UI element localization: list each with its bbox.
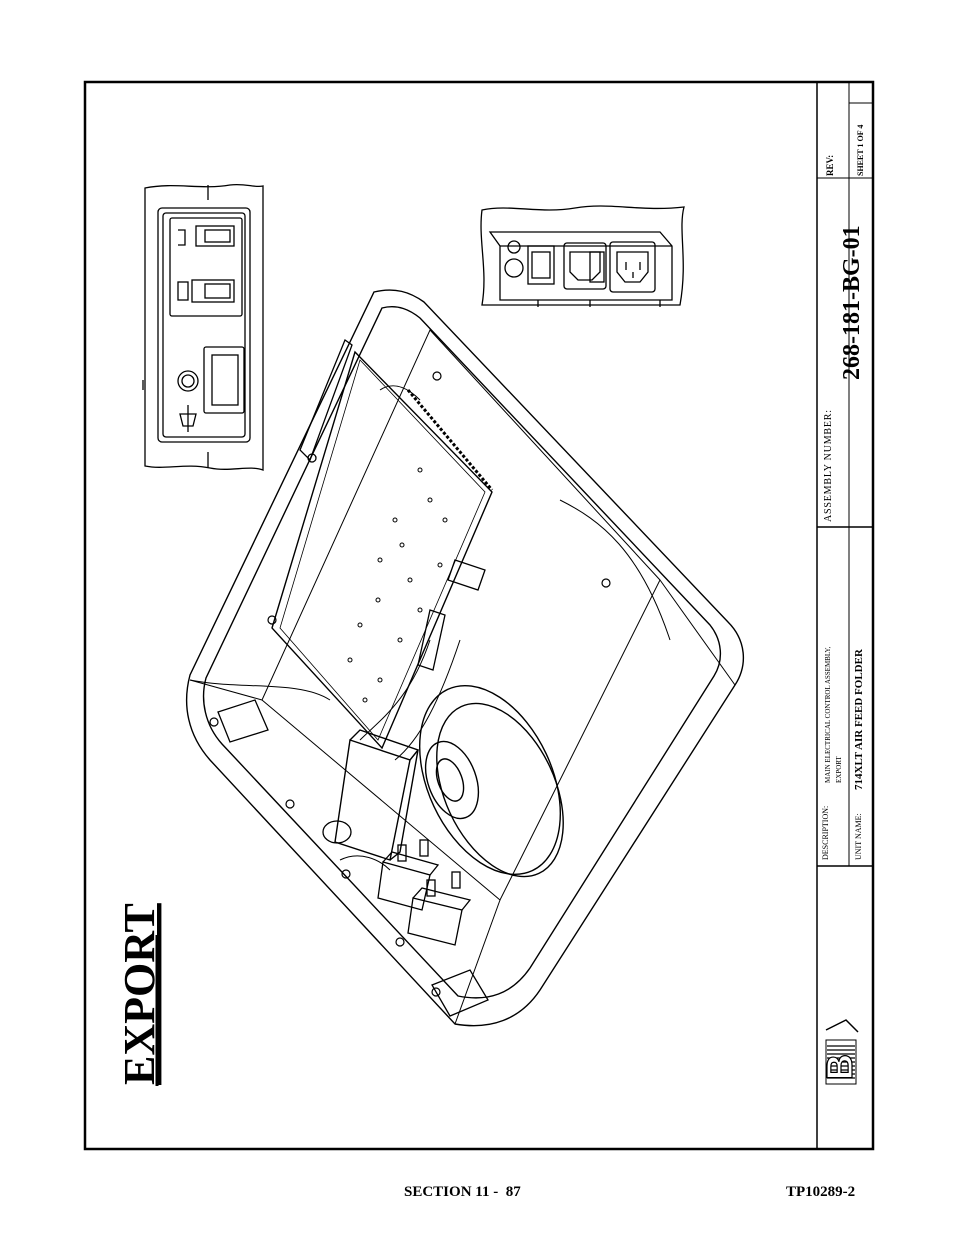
unit-name-label: UNIT NAME: — [854, 813, 863, 860]
control-panel-detail — [142, 183, 264, 471]
capacitor — [322, 820, 352, 844]
sheet-number: SHEET 1 OF 4 — [856, 125, 865, 176]
toroidal-transformer — [418, 684, 564, 878]
footer-document-number: TP10289-2 — [786, 1184, 856, 1200]
logo-letter: B — [819, 1054, 860, 1080]
rev-label: REV: — [825, 155, 835, 176]
mounting-bracket — [299, 338, 353, 463]
footer-section-number: SECTION 11 - 87 — [404, 1184, 521, 1200]
drawing-border — [83, 80, 875, 1151]
relay-1 — [377, 839, 440, 911]
wiring — [339, 385, 461, 871]
chassis-tray — [185, 289, 745, 1027]
description-label: DESCRIPTION: — [821, 806, 830, 860]
company-logo: B — [818, 1019, 861, 1085]
description-line-2: EXPORT — [835, 755, 843, 783]
relay-2 — [407, 871, 472, 946]
power-entry-detail — [480, 205, 685, 307]
mounting-screws — [209, 371, 611, 997]
foot-pads — [217, 699, 489, 1017]
assembly-number-label: ASSEMBLY NUMBER: — [823, 409, 834, 522]
filter-module — [334, 729, 420, 861]
unit-name: 714XLT AIR FEED FOLDER — [853, 648, 865, 790]
description-line-1: MAIN ELECTRICAL CONTROL ASSEMBLY, — [824, 646, 832, 783]
terminal-block — [417, 559, 486, 671]
circuit-board — [271, 350, 494, 750]
assembly-number: 268-181-BG-01 — [839, 225, 865, 380]
